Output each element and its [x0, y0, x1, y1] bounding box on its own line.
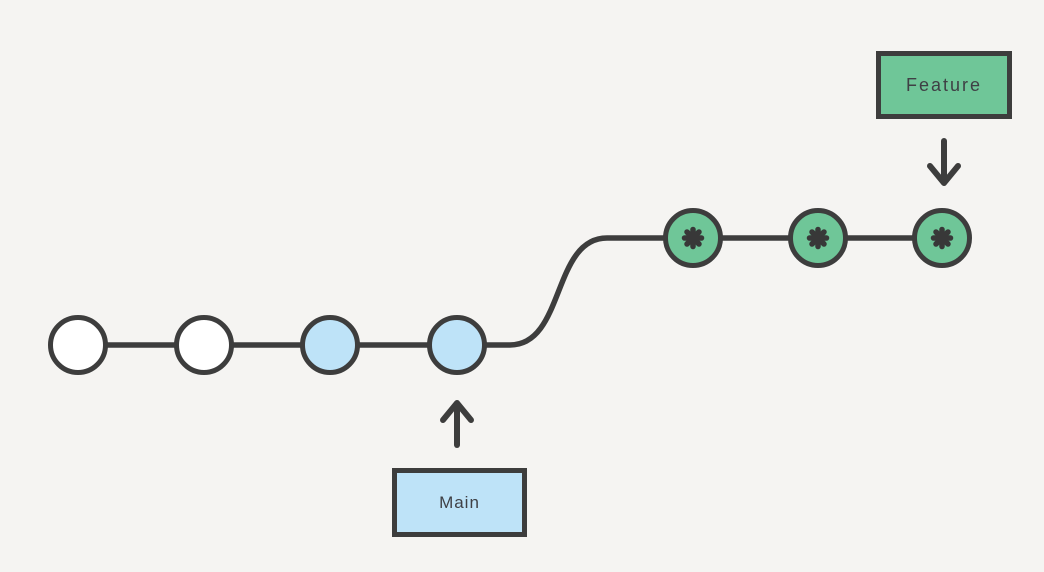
asterisk-icon: [681, 226, 705, 250]
main-branch-label-text: Main: [439, 492, 480, 512]
asterisk-icon: [930, 226, 954, 250]
commit-node-feature-1: [663, 208, 723, 268]
commit-node-feature-2: [788, 208, 848, 268]
commit-node-main-2: [174, 315, 234, 375]
feature-branch-label: Feature: [876, 51, 1012, 119]
commit-node-feature-3: [912, 208, 972, 268]
branch-path-line: [78, 235, 942, 348]
commit-node-main-3: [300, 315, 360, 375]
asterisk-icon: [806, 226, 830, 250]
feature-branch-label-text: Feature: [905, 74, 983, 95]
commit-node-main-4: [427, 315, 487, 375]
main-branch-label: Main: [392, 468, 527, 537]
commit-node-main-1: [48, 315, 108, 375]
arrow-down-icon: [927, 138, 961, 186]
arrow-up-icon: [440, 400, 474, 448]
